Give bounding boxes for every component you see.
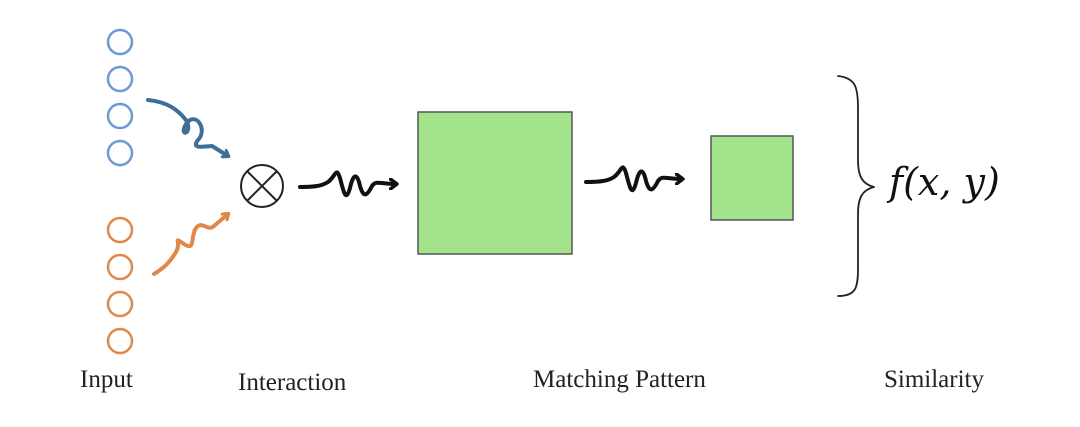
input-x-nodes [106, 28, 134, 167]
caption-interaction: Interaction [238, 369, 347, 396]
matching-matrix-large [417, 111, 573, 255]
caption-input: Input [80, 366, 133, 393]
caption-similarity: Similarity [884, 366, 984, 393]
matching-matrix-small [710, 135, 794, 221]
circled-times-icon [240, 164, 284, 208]
curly-brace-icon [837, 75, 875, 297]
input-y-nodes [106, 216, 134, 355]
input-y-node [106, 290, 134, 318]
input-x-node [106, 65, 134, 93]
input-x-node [106, 28, 134, 56]
caption-matching-pattern: Matching Pattern [533, 366, 706, 393]
input-x-node [106, 139, 134, 167]
interaction-squiggle-arrow [298, 170, 396, 198]
input-y-squiggle-arrow [152, 214, 228, 276]
input-y-node [106, 327, 134, 355]
input-y-node [106, 253, 134, 281]
input-y-node [106, 216, 134, 244]
matrix-squiggle-arrow [584, 165, 682, 193]
similarity-formula: f(x, y) [889, 160, 1000, 204]
input-x-node [106, 102, 134, 130]
input-x-squiggle-arrow [146, 98, 228, 156]
